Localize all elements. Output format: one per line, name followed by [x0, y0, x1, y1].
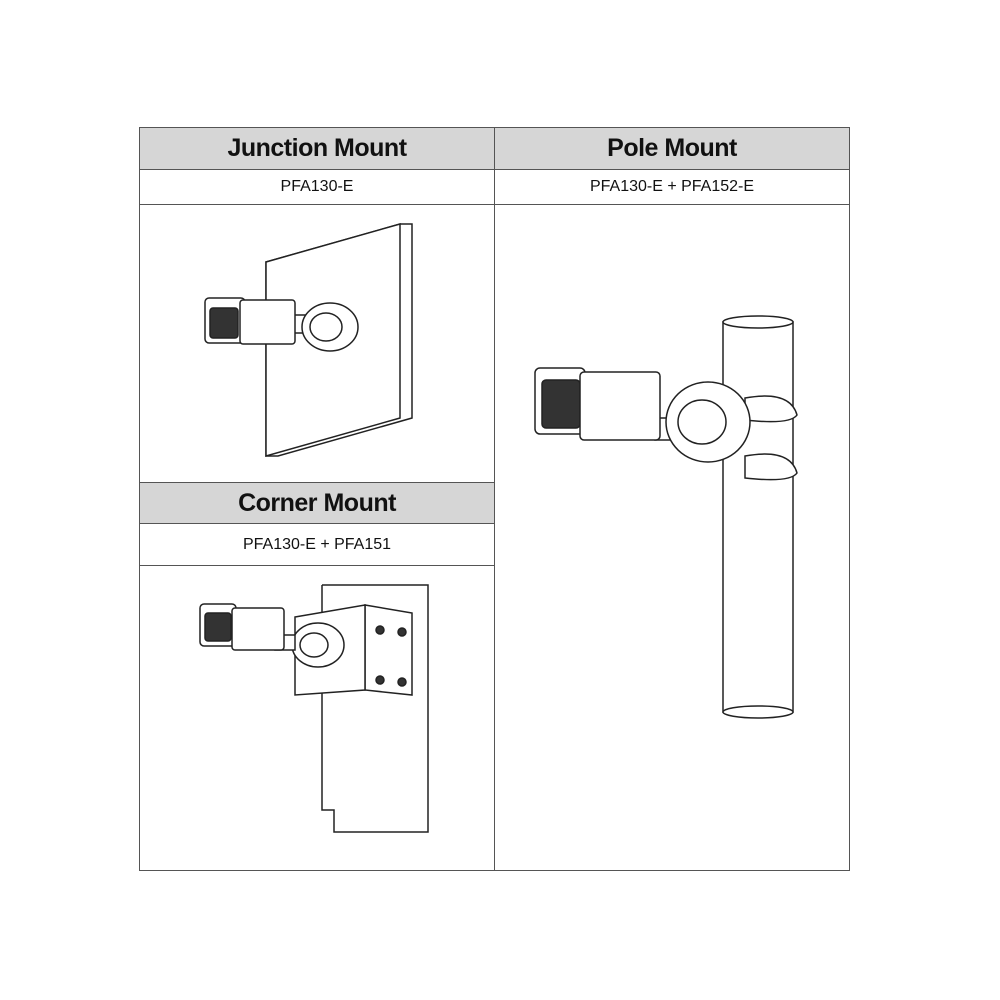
corner-mount-title: Corner Mount — [139, 482, 495, 524]
pole-mount-title: Pole Mount — [494, 127, 850, 170]
pole-mount-model: PFA130-E + PFA152-E — [494, 169, 850, 205]
junction-mount-title: Junction Mount — [139, 127, 495, 170]
pole-mount-illustration — [494, 204, 850, 871]
corner-mount-illustration — [139, 565, 495, 871]
junction-mount-model: PFA130-E — [139, 169, 495, 205]
junction-mount-illustration — [139, 204, 495, 483]
corner-mount-model: PFA130-E + PFA151 — [139, 523, 495, 566]
